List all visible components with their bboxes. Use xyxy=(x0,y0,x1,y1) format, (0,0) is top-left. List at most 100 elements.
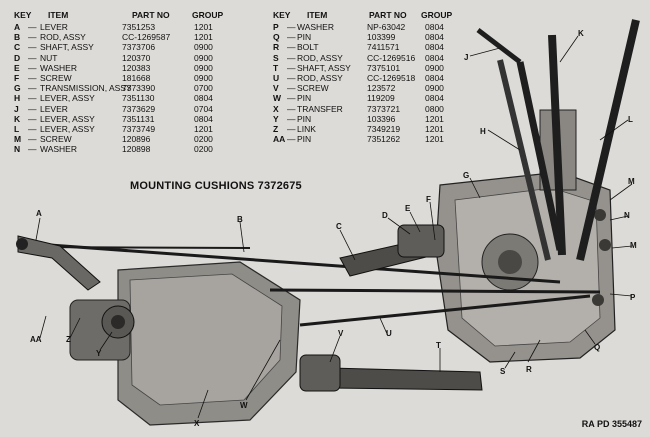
callout-l: L xyxy=(628,115,633,124)
key-separator: — xyxy=(28,83,37,94)
part-group: 1201 xyxy=(194,123,213,134)
part-key: A xyxy=(14,22,21,32)
part-group: 0900 xyxy=(194,62,213,73)
part-group: 0804 xyxy=(425,93,444,104)
part-group: 0200 xyxy=(194,144,213,155)
key-separator: — xyxy=(287,83,296,94)
part-number: NP-63042 xyxy=(367,22,406,32)
part-number: 7373749 xyxy=(122,123,156,134)
callout-u: U xyxy=(386,329,392,338)
callout-n: N xyxy=(624,211,630,220)
part-item: LEVER, ASSY xyxy=(40,123,95,134)
key-separator: — xyxy=(28,22,37,32)
part-number: CC-1269587 xyxy=(122,32,171,43)
callout-f: F xyxy=(426,195,431,204)
header-group: GROUP xyxy=(421,10,453,20)
part-item: PIN xyxy=(297,134,312,145)
key-separator: — xyxy=(28,123,37,134)
part-key: P xyxy=(273,22,279,32)
key-separator: — xyxy=(287,52,296,63)
part-item: LEVER xyxy=(40,103,68,114)
part-key: C xyxy=(14,42,21,53)
part-item: SHAFT, ASSY xyxy=(297,62,351,73)
key-separator: — xyxy=(28,42,37,53)
part-number: 7351253 xyxy=(122,22,156,32)
part-key: N xyxy=(14,144,21,155)
part-number: 181668 xyxy=(122,72,151,83)
part-key: Z xyxy=(273,123,279,134)
legend-header: KEY ITEM PART NO GROUP xyxy=(14,10,254,22)
part-number: 7349219 xyxy=(367,123,401,134)
part-number: CC-1269516 xyxy=(367,52,416,63)
callout-z: Z xyxy=(66,335,71,344)
part-number: 7375101 xyxy=(367,62,401,73)
key-separator: — xyxy=(287,62,296,73)
part-item: TRANSMISSION, ASSY xyxy=(40,83,132,94)
part-group: 1201 xyxy=(425,123,444,134)
part-group: 0804 xyxy=(425,32,444,43)
key-separator: — xyxy=(287,93,296,104)
part-key: B xyxy=(14,32,21,43)
callout-s: S xyxy=(500,367,506,376)
part-group: 1201 xyxy=(425,134,444,145)
part-key: V xyxy=(273,83,279,94)
key-separator: — xyxy=(28,103,37,114)
part-item: ROD, ASSY xyxy=(297,52,343,63)
part-key: J xyxy=(14,103,19,114)
part-group: 1201 xyxy=(194,32,213,43)
part-number: 119209 xyxy=(367,93,395,104)
callout-k: K xyxy=(578,29,584,38)
figure-reference: RA PD 355487 xyxy=(581,419,642,429)
part-key: Q xyxy=(273,32,280,43)
header-part-no: PART NO xyxy=(132,10,170,20)
header-part-no: PART NO xyxy=(369,10,407,20)
part-number: 120383 xyxy=(122,62,151,73)
callout-a: A xyxy=(36,209,42,218)
part-number: 120898 xyxy=(122,144,151,155)
part-item: LINK xyxy=(297,123,316,134)
part-item: SCREW xyxy=(297,83,329,94)
key-separator: — xyxy=(287,72,296,83)
part-number: 7373721 xyxy=(367,103,401,114)
part-group: 0704 xyxy=(194,103,213,114)
part-group: 0900 xyxy=(425,83,444,94)
part-group: 0900 xyxy=(194,72,213,83)
legend-header: KEY ITEM PART NO GROUP xyxy=(273,10,513,22)
part-number: 103399 xyxy=(367,32,396,43)
key-separator: — xyxy=(287,134,296,145)
part-item: WASHER xyxy=(297,22,334,32)
part-item: NUT xyxy=(40,52,58,63)
part-item: LEVER, ASSY xyxy=(40,93,95,104)
callout-b: B xyxy=(237,215,243,224)
part-key: D xyxy=(14,52,21,63)
part-number: 7351130 xyxy=(122,93,155,104)
part-group: 0900 xyxy=(194,42,213,53)
part-key: X xyxy=(273,103,279,114)
part-group: 0804 xyxy=(425,52,444,63)
header-key: KEY xyxy=(14,10,32,20)
part-key: R xyxy=(273,42,280,53)
part-item: ROD, ASSY xyxy=(297,72,343,83)
key-separator: — xyxy=(28,93,37,104)
key-separator: — xyxy=(287,32,296,43)
callout-e: E xyxy=(405,204,411,213)
key-separator: — xyxy=(287,22,296,32)
